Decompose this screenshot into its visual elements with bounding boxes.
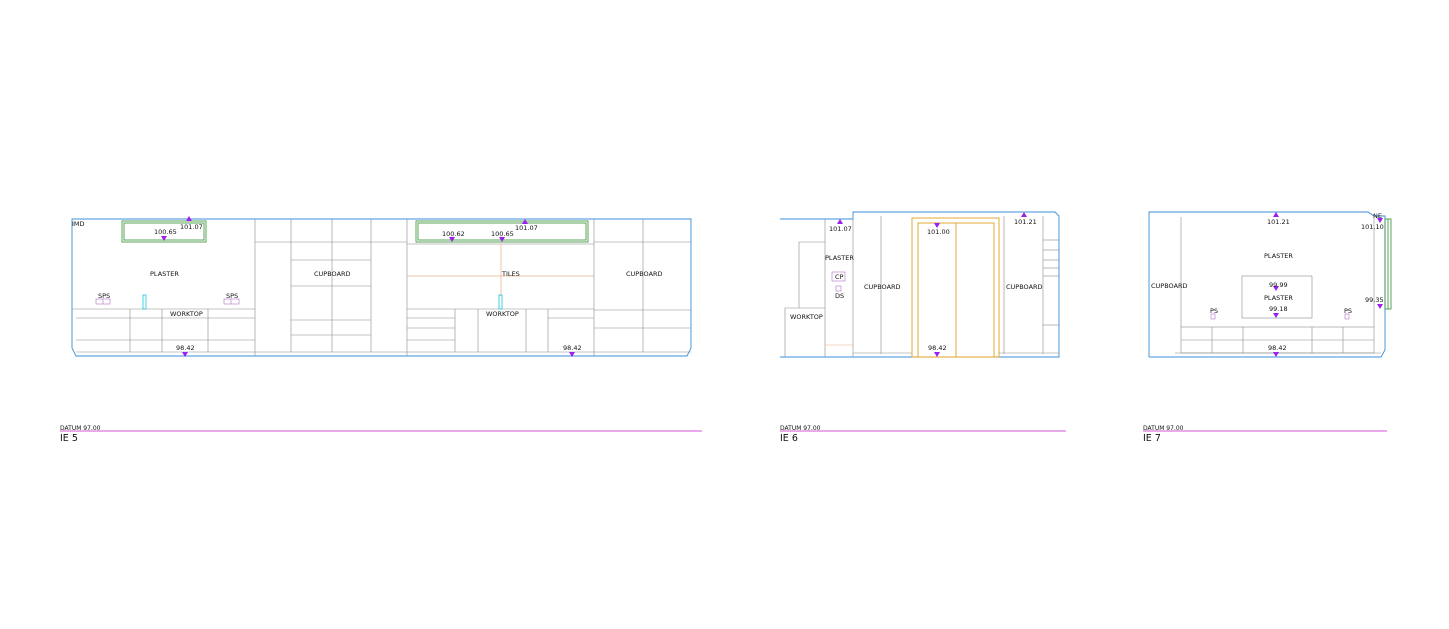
ie5-tap-left — [142, 294, 147, 310]
ie5-tag: IMD — [72, 220, 85, 228]
ie5-level-window-right-a: 100.62 — [442, 230, 465, 238]
ie6-label-cupboard-right: CUPBOARD — [1006, 283, 1043, 291]
ie7-level-panel-bottom: 99.18 — [1269, 305, 1288, 313]
ie7-level-marker-floor — [1273, 352, 1279, 357]
ie6-cp-box — [831, 271, 846, 282]
ie7-wall-outline — [1148, 211, 1386, 358]
ie5-level-window-right-top: 101.07 — [515, 224, 538, 232]
ie5-tiles-zone — [406, 219, 594, 356]
ie5-level-window-right-b: 100.65 — [491, 230, 514, 238]
ie7-level-marker-right-mid — [1377, 304, 1383, 309]
ie6-datum-label: DATUM 97.00 — [780, 425, 821, 432]
ie5-label-cupboard-right: CUPBOARD — [626, 270, 663, 278]
ie5-level-marker-window-left-sill — [161, 236, 167, 241]
ie7-level-panel-top: 99.99 — [1269, 281, 1288, 289]
ie5-title: IE 5 — [60, 433, 78, 444]
ie5-plaster-zone — [72, 220, 255, 353]
ie7-label-cupboard: CUPBOARD — [1151, 282, 1188, 290]
ie6-level-floor: 98.42 — [928, 344, 947, 352]
ie7-datum-label: DATUM 97.00 — [1143, 425, 1184, 432]
ie7-tag: NE — [1373, 212, 1382, 220]
ie7-level-right-mid: 99.35 — [1365, 296, 1384, 304]
ie5-label-tiles: TILES — [501, 270, 520, 278]
ie5-socket-right — [223, 298, 240, 305]
ie7-level-floor: 98.42 — [1268, 344, 1287, 352]
ie5-level-marker-window-right-b — [499, 237, 505, 242]
ie7-level-top: 101.21 — [1267, 218, 1290, 226]
ie5-level-marker-floor-right — [569, 352, 575, 357]
ie6-level-left-top: 101.07 — [829, 225, 852, 233]
ie6-door-frame-outer — [911, 217, 1000, 358]
ie6-label-cupboard-left: CUPBOARD — [864, 283, 901, 291]
ie5-label-sps-right: SPS — [226, 292, 238, 300]
ie5-level-marker-floor-left — [182, 352, 188, 357]
ie5-label-cupboard-mid: CUPBOARD — [314, 270, 351, 278]
ie5-cupboard-right — [593, 219, 691, 356]
ie6-label-ds: DS — [835, 292, 844, 300]
ie7-label-plaster-panel: PLASTER — [1264, 294, 1293, 302]
ie7-level-marker-top — [1273, 212, 1279, 217]
elevation-ie6: 101.07 101.00 101.21 PLASTER CP DS CUPBO… — [780, 211, 1066, 444]
ie7-level-marker-panel-top — [1273, 286, 1279, 291]
ie6-title: IE 6 — [780, 433, 798, 444]
ie6-level-door-top: 101.00 — [927, 228, 950, 236]
elevation-ie5: IMD 101.07 100.65 PLASTER SPS SPS WORKTO… — [60, 216, 702, 444]
ie5-level-floor-left: 98.42 — [176, 344, 195, 352]
ie5-wall-outline — [71, 218, 692, 357]
ie7-socket-left — [1210, 313, 1216, 320]
ie5-level-marker-window-left-top — [186, 216, 192, 221]
ie7-label-ps-left: PS — [1210, 307, 1218, 315]
ie6-level-right-top: 101.21 — [1014, 218, 1037, 226]
ie5-level-floor-right: 98.42 — [563, 344, 582, 352]
ie6-label-worktop: WORKTOP — [790, 313, 823, 321]
ie5-label-worktop-right: WORKTOP — [486, 310, 519, 318]
ie6-ds-box — [835, 285, 842, 292]
ie6-label-plaster: PLASTER — [825, 254, 854, 262]
ie7-title: IE 7 — [1143, 433, 1161, 444]
ie6-level-marker-right-top — [1021, 212, 1027, 217]
ie6-level-marker-floor — [934, 352, 940, 357]
ie6-level-marker-door-top — [934, 223, 940, 228]
ie5-window-left — [121, 220, 207, 243]
ie5-cupboard-mid — [254, 219, 407, 356]
elevation-ie7: NE 101.21 101.10 PLASTER CUPBOARD 99.99 … — [1143, 211, 1392, 444]
ie7-plaster-panel — [1241, 275, 1313, 319]
ie6-label-cp: CP — [835, 273, 844, 281]
ie5-label-worktop-left: WORKTOP — [170, 310, 203, 318]
ie7-socket-right — [1344, 313, 1350, 320]
ie7-label-plaster-top: PLASTER — [1264, 252, 1293, 260]
ie5-datum-label: DATUM 97.00 — [60, 425, 101, 432]
ie7-level-marker-right-top — [1377, 218, 1383, 223]
ie7-label-ps-right: PS — [1344, 307, 1352, 315]
ie5-tap-right — [498, 294, 503, 310]
ie7-level-marker-panel-bottom — [1273, 313, 1279, 318]
ie5-label-sps-left: SPS — [98, 292, 110, 300]
ie6-level-marker-left-top — [837, 219, 843, 224]
ie5-level-marker-window-right-a — [449, 237, 455, 242]
ie5-level-marker-window-right-top — [522, 219, 528, 224]
ie7-level-right-top: 101.10 — [1361, 223, 1384, 231]
ie5-label-plaster: PLASTER — [150, 270, 179, 278]
ie5-level-window-left-top: 101.07 — [180, 223, 203, 231]
ie5-level-window-left-sill: 100.65 — [154, 228, 177, 236]
